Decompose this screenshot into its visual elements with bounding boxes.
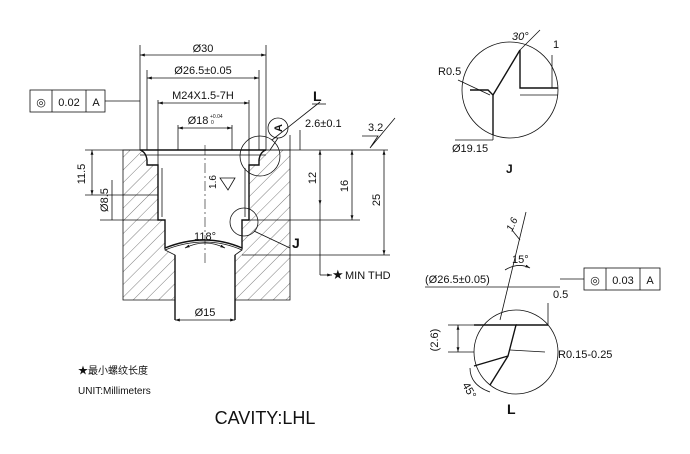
detail-l-dim26: (2.6)	[429, 329, 441, 352]
detail-l: 1.6 15° (Ø26.5±0.05) ◎ 0.03 A 0.5 (2.6) …	[425, 211, 661, 417]
fcf-main: ◎ 0.02 A	[29, 89, 140, 113]
angle-118-arc	[184, 242, 226, 249]
detail-j-circle	[229, 207, 259, 237]
detail-l-radius: R0.15-0.25	[558, 349, 612, 361]
detail-j-diameter: Ø19.15	[452, 143, 488, 155]
detail-l-chamfer	[489, 355, 509, 386]
detail-l-ref-dia: (Ø26.5±0.05)	[425, 274, 490, 286]
concentricity-l-icon: ◎	[590, 275, 600, 287]
detail-j-angle: 30°	[512, 31, 529, 43]
detail-j-boundary	[461, 41, 559, 139]
body-hatch-left	[122, 149, 176, 301]
dim-16: 16	[339, 180, 351, 192]
roughness-3-2-icon	[362, 117, 396, 149]
fcf-l-tolerance: 0.03	[612, 275, 633, 287]
fcf-tolerance: 0.02	[58, 97, 79, 109]
detail-j: 30° 1 R0.5 Ø19.15 J	[438, 29, 559, 176]
dim-d18-tol-upper: +0.04	[210, 114, 223, 120]
detail-l-45-arc	[469, 367, 491, 393]
drill-cone	[164, 241, 243, 251]
dim-2-6: 2.6±0.1	[305, 118, 342, 130]
angle-118: 118°	[194, 231, 216, 243]
detail-j-chamfer	[492, 49, 521, 96]
rough-1-6: 1.6	[208, 175, 219, 189]
detail-l-radius-leader	[509, 349, 546, 353]
datum-a-label: A	[273, 124, 285, 132]
rough-3-2: 3.2	[368, 122, 383, 134]
min-thd-label: MIN THD	[345, 270, 391, 282]
dim-d8-5: Ø8.5	[99, 188, 111, 212]
dim-d15: Ø15	[195, 307, 216, 319]
fcf-l-datum: A	[646, 275, 654, 287]
detail-l-angle15: 15°	[512, 254, 529, 266]
dim-11-5: 11.5	[76, 164, 88, 185]
detail-j-radius: R0.5	[438, 66, 461, 78]
detail-j-leader	[253, 230, 291, 249]
dim-25: 25	[371, 194, 383, 206]
concentricity-icon: ◎	[36, 97, 46, 109]
dim-12: 12	[307, 172, 319, 184]
dim-d18: Ø18	[188, 115, 209, 127]
min-thd-star-icon: ★	[332, 267, 344, 282]
detail-l-rough-mark	[511, 229, 521, 241]
detail-l-angle45: 45°	[459, 381, 478, 401]
dim-thread: M24X1.5-7H	[172, 90, 234, 102]
detail-l-15-arc	[504, 264, 531, 271]
detail-j-label: J	[506, 162, 513, 176]
detail-l-rough: 1.6	[505, 216, 521, 234]
detail-l-label: L	[313, 88, 322, 104]
dim-d26-5: Ø26.5±0.05	[174, 65, 231, 77]
fcf-datum: A	[92, 97, 100, 109]
dim-d30: Ø30	[193, 43, 214, 55]
detail-l-leader	[271, 101, 321, 141]
body-hatch-right	[234, 149, 291, 301]
detail-j-ref-label: J	[292, 235, 300, 251]
bottom-bore	[174, 255, 236, 320]
roughness-icon	[219, 177, 236, 191]
detail-l-circle	[239, 135, 281, 177]
detail-l-profile	[473, 324, 517, 367]
detail-j-dim1: 1	[553, 39, 559, 51]
detail-l-dim05: 0.5	[553, 289, 568, 301]
detail-l-boundary	[473, 309, 559, 395]
detail-j-profile-right	[519, 50, 558, 89]
dim-d18-tol-lower: 0	[211, 120, 214, 126]
note-min-thread: ★最小螺纹长度	[78, 364, 148, 377]
main-section: Ø30 Ø26.5±0.05 M24X1.5-7H Ø18 +0.04 0 ◎ …	[29, 43, 396, 322]
note-unit: UNIT:Millimeters	[78, 386, 151, 397]
detail-j-angle-ext	[519, 29, 541, 51]
detail-j-radius-leader	[457, 79, 491, 96]
detail-l-label: L	[507, 401, 516, 417]
datum-a-leader	[269, 137, 279, 151]
drawing-title: CAVITY:LHL	[215, 408, 316, 428]
